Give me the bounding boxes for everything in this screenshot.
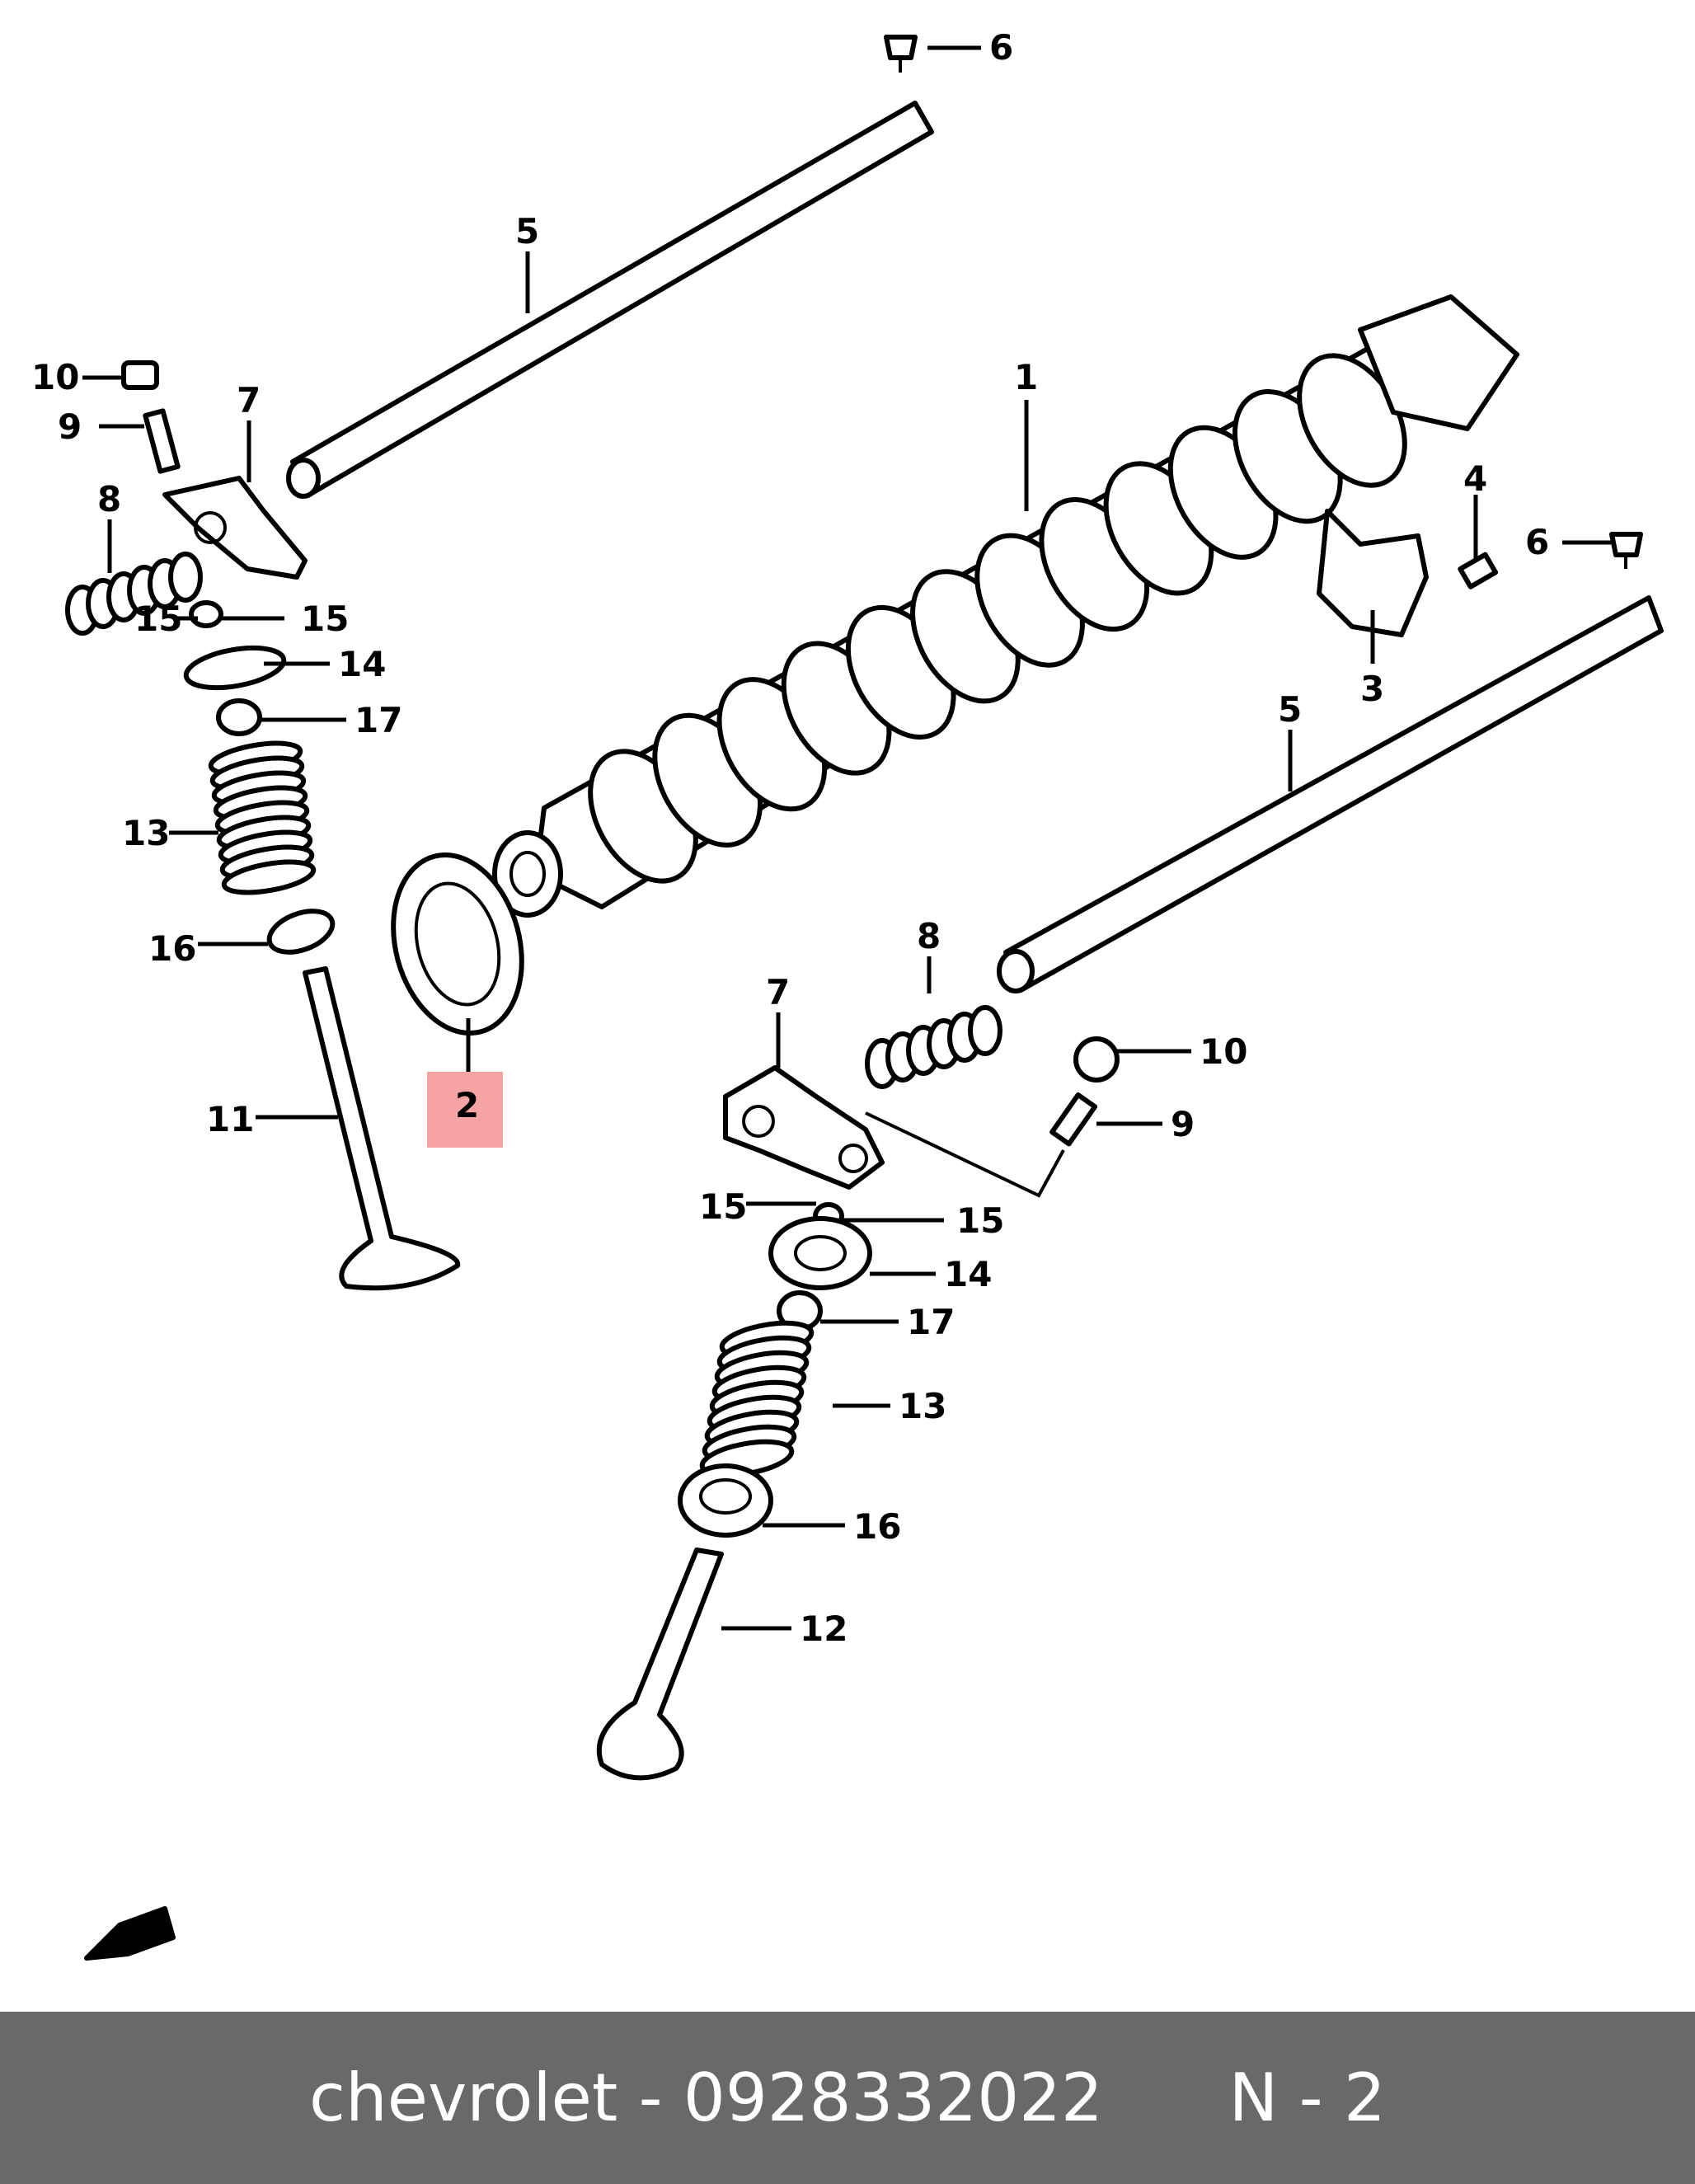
spring-13-left <box>208 740 317 895</box>
callout-11: 11 <box>206 1099 254 1139</box>
callout-6a: 6 <box>989 27 1013 68</box>
valve-11 <box>303 966 461 1291</box>
callout-13b: 13 <box>899 1386 946 1426</box>
front-arrow-icon <box>84 1906 176 1961</box>
rocker-shaft-upper <box>286 101 934 499</box>
callout-17a: 17 <box>354 700 402 740</box>
callout-14a: 14 <box>338 644 386 684</box>
screw-6-top <box>884 35 918 73</box>
callout-5a: 5 <box>515 211 539 251</box>
spring-8-right <box>865 1005 1002 1089</box>
callout-14b: 14 <box>944 1254 992 1294</box>
callout-8a: 8 <box>97 479 121 519</box>
cotter-15-left <box>189 600 223 628</box>
nut-10-left <box>121 360 159 390</box>
rocker-arm-right <box>723 1065 885 1190</box>
adjust-screw-9-left <box>143 408 181 474</box>
callout-15d: 15 <box>956 1200 1004 1241</box>
rocker-arm-left <box>162 476 308 580</box>
callout-15a: 15 <box>134 599 182 639</box>
callout-12: 12 <box>800 1609 848 1649</box>
callout-10b: 10 <box>1200 1031 1247 1072</box>
callouts: 1 2 3 4 5 5 6 6 7 7 8 8 9 9 10 10 11 12 … <box>31 27 1549 1649</box>
callout-9b: 9 <box>1171 1104 1195 1144</box>
callout-6b: 6 <box>1525 522 1549 562</box>
callout-1: 1 <box>1014 357 1038 397</box>
leader-lines <box>82 45 1612 1631</box>
callout-7b: 7 <box>766 972 790 1012</box>
seat-16-left <box>266 909 336 955</box>
callout-16b: 16 <box>853 1506 901 1547</box>
spring-8-left <box>65 552 203 636</box>
bolt-4 <box>1458 552 1499 589</box>
oil-seal <box>391 852 524 1036</box>
footer-caption: chevrolet - 0928332022 N - 2 <box>309 2060 1386 2136</box>
callout-8b: 8 <box>917 916 941 956</box>
seal-17-left <box>216 698 262 736</box>
rocker-shaft-lower <box>997 595 1664 993</box>
callout-13a: 13 <box>122 813 170 853</box>
callout-2: 2 <box>455 1085 479 1125</box>
callout-7a: 7 <box>237 380 261 420</box>
highlight-box <box>427 1072 503 1148</box>
adjust-screw-9-right <box>865 1092 1098 1198</box>
retainer-14-left <box>183 645 287 691</box>
callout-10a: 10 <box>31 357 79 397</box>
screw-6-right <box>1609 532 1643 569</box>
callout-4: 4 <box>1463 458 1487 499</box>
retainer-14-right <box>768 1216 872 1290</box>
parts-diagram: 1 2 3 4 5 5 6 6 7 7 8 8 9 9 10 10 11 12 … <box>31 27 1664 1961</box>
spring-13-right <box>699 1320 815 1478</box>
callout-15c: 15 <box>699 1186 747 1227</box>
callout-3: 3 <box>1360 669 1384 709</box>
callout-9a: 9 <box>58 406 82 447</box>
callout-15b: 15 <box>301 599 349 639</box>
callout-17b: 17 <box>907 1302 955 1342</box>
seat-16-right <box>678 1463 773 1538</box>
footer-bar: chevrolet - 0928332022 N - 2 <box>0 2012 1695 2184</box>
nut-10-right <box>1073 1036 1120 1083</box>
valve-12 <box>596 1548 724 1781</box>
thrust-plate <box>1317 509 1429 637</box>
callout-16a: 16 <box>148 928 196 969</box>
callout-5b: 5 <box>1278 689 1302 730</box>
camshaft <box>492 294 1519 918</box>
